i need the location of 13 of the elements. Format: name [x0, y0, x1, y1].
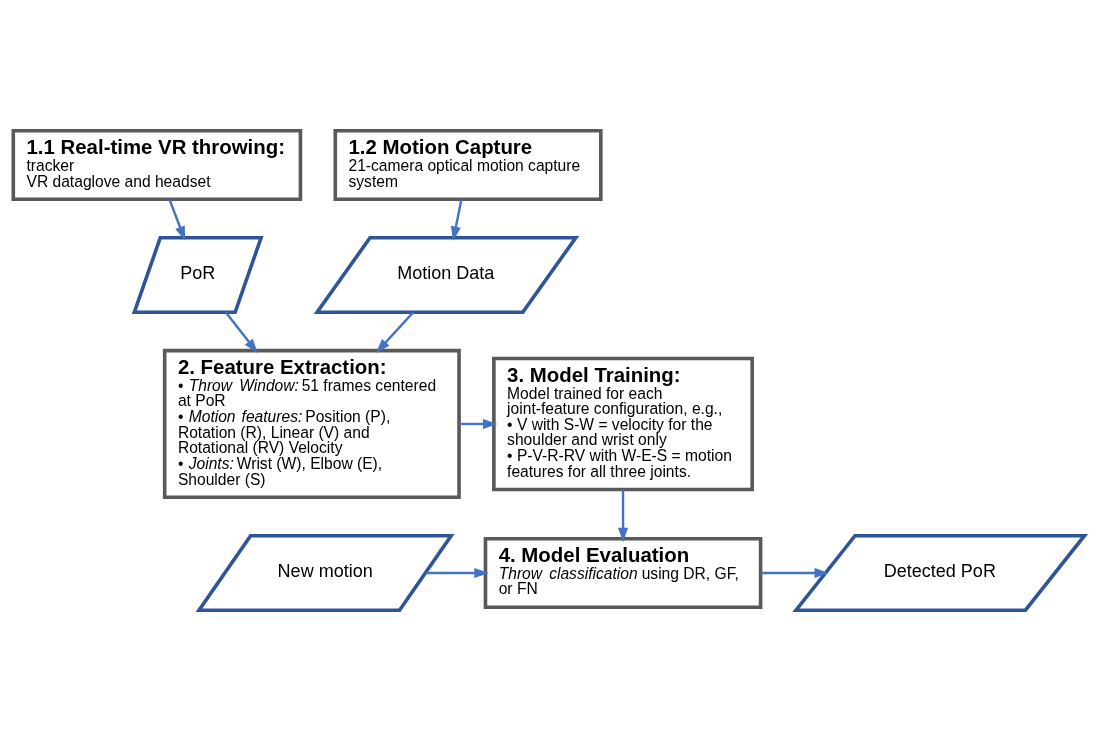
arrow [425, 567, 489, 578]
node-box: 4. Model Evaluation Throw classification using DR, GF, or FN [483, 536, 763, 609]
arrow [375, 311, 415, 353]
node-box: 1.2 Motion Capture 21-camera optical motion capture system [333, 128, 603, 201]
arrow [617, 488, 629, 542]
node-box: 1.1 Real-time VR throwing: tracker VR dataglove and headset [11, 128, 303, 201]
arrow [760, 567, 829, 578]
node-box: 3. Model Training: Model trained for each joint-feature configuration, e.g., • V with S-W = velocity for the shoulder and wrist only • P-V-R-RV with W-E-S = motion features for all three joints. [492, 356, 754, 491]
arrow [168, 198, 186, 241]
arrow [450, 198, 463, 241]
arrow [224, 311, 258, 353]
node-box: 2. Feature Extraction: • Throw Window: 51 frames centered at PoR • Motion features: Position (P), Rotation (R), Linear (V) and Rotational (RV) Velocity • Joints: Wrist (W), Elbow (E), Shoulder (S) [162, 348, 461, 499]
arrow [459, 418, 498, 429]
